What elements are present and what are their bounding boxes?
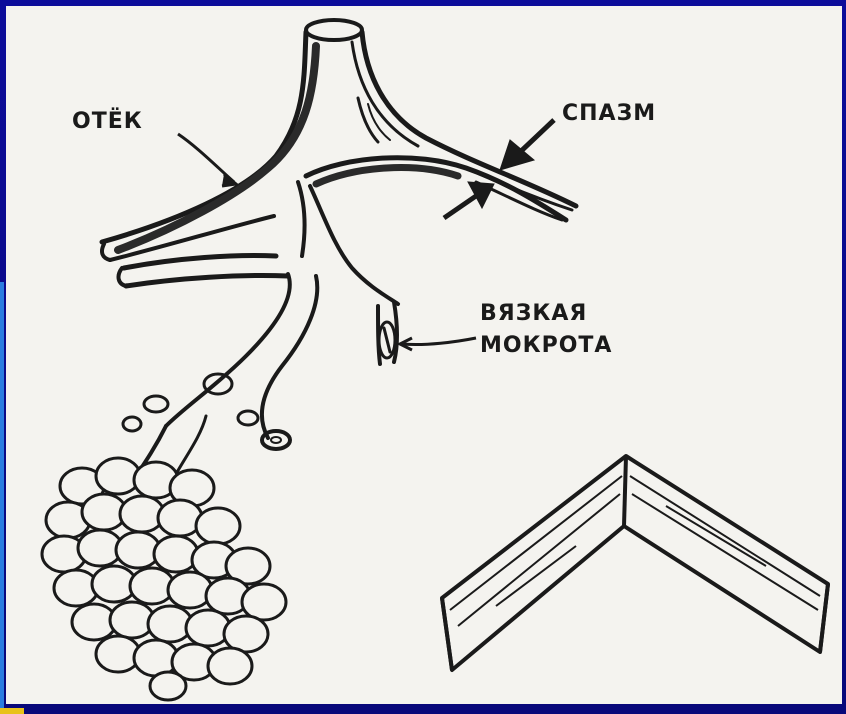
label-mucus-line2: МОКРОТА [480,333,612,358]
bronchial-tree [102,20,576,476]
mucus-pointer [400,338,476,350]
label-mucus-line1: ВЯЗКАЯ [480,301,587,326]
drawing-panel: ОТЁК СПАЗМ ВЯЗКАЯ МОКРОТА [6,6,842,704]
label-edema: ОТЁК [72,108,143,134]
label-spasm: СПАЗМ [562,101,656,126]
bottom-accent-bar [0,708,24,714]
chevron-strip-illustration [442,456,828,670]
alveoli-cluster [42,458,286,700]
edema-pointer [178,134,236,186]
left-accent-bar [0,282,4,714]
bronchi-illustration: ОТЁК СПАЗМ ВЯЗКАЯ МОКРОТА [6,6,842,704]
